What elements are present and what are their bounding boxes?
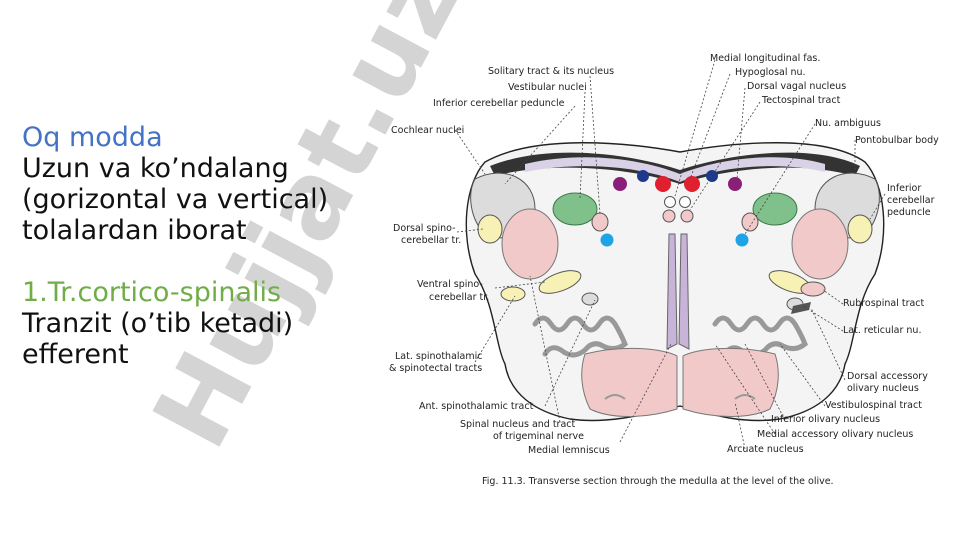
label-lat-spinothalamic-2: & spinotectal tracts — [389, 363, 482, 374]
label-inferior-cerebellar-peduncle: Inferior cerebellar peduncle — [433, 98, 565, 109]
label-cochlear-nuclei: Cochlear nuclei — [391, 125, 464, 136]
label-lat-reticular-nu: Lat. reticular nu. — [843, 325, 921, 336]
solitary-nucleus-right — [741, 212, 759, 232]
hypoglossal-nucleus-right — [684, 176, 700, 192]
description-line-1: Uzun va ko’ndalang — [22, 153, 289, 184]
label-dorsal-accessory-2: olivary nucleus — [847, 383, 919, 394]
label-ventral-spinocerebellar-1: Ventral spino- — [417, 279, 483, 290]
label-medial-accessory-olivary: Medial accessory olivary nucleus — [757, 429, 913, 440]
heading: Oq modda — [22, 122, 163, 153]
leader-lines — [454, 59, 886, 450]
rubrospinal-tract-right — [800, 281, 826, 297]
medial-lemniscus-left — [666, 233, 678, 350]
label-dorsal-accessory-1: Dorsal accessory — [847, 371, 928, 382]
medial-longitudinal-fas-left — [664, 196, 676, 208]
slide-text: Oq modda Uzun va ko’ndalang (gorizontal … — [22, 122, 328, 370]
pyramid-right — [682, 347, 779, 417]
description-line-3: tolalardan iborat — [22, 215, 247, 246]
spinal-trigeminal-right — [791, 208, 849, 280]
spinal-trigeminal-left — [501, 208, 559, 280]
ventricle-area — [525, 157, 825, 182]
label-vestibulospinal-tract: Vestibulospinal tract — [825, 400, 922, 411]
figure-caption: Fig. 11.3. Transverse section through th… — [482, 476, 834, 487]
pyramid-left — [581, 347, 678, 417]
dorsal-vagal-nucleus-right — [728, 177, 742, 191]
label-spinal-trigeminal-1: Spinal nucleus and tract — [460, 419, 576, 430]
tract-title: 1.Tr.cortico-spinalis — [22, 277, 282, 308]
label-inferior-olivary-nucleus: Inferior olivary nucleus — [771, 414, 880, 425]
dorsal-spinocerebellar-tract-right — [847, 214, 873, 244]
label-ventral-spinocerebellar-2: cerebellar tr. — [429, 292, 489, 303]
solitary-nucleus-left — [591, 212, 609, 232]
label-dorsal-vagal-nucleus: Dorsal vagal nucleus — [747, 81, 846, 92]
label-ant-spinothalamic: Ant. spinothalamic tract — [419, 401, 534, 412]
tract-line-2: efferent — [22, 339, 129, 370]
label-medial-longitudinal-fas: Medial longitudinal fas. — [710, 53, 820, 64]
inferior-olivary-nucleus-left — [532, 315, 629, 358]
nucleus-blue-left — [637, 170, 649, 182]
medulla-diagram: Solitary tract & its nucleus Vestibular … — [385, 44, 961, 494]
nucleus-ambiguus-right — [735, 233, 749, 247]
lat-reticular-left — [581, 292, 599, 306]
label-dorsal-spinocerebellar-2: cerebellar tr. — [401, 235, 461, 246]
label-inferior-cerebellar-2: cerebellar — [887, 195, 935, 206]
label-medial-lemniscus: Medial lemniscus — [528, 445, 610, 456]
tract-line-1: Tranzit (o’tib ketadi) — [22, 308, 294, 339]
label-inferior-cerebellar-3: peduncle — [887, 207, 931, 218]
ventral-spinocerebellar-left — [538, 270, 582, 294]
label-pontobulbar-body: Pontobulbar body — [855, 135, 939, 146]
medulla-diagram-svg: Solitary tract & its nucleus Vestibular … — [389, 53, 939, 487]
dorsal-vagal-nucleus-left — [613, 177, 627, 191]
tectospinal-tract-left — [662, 209, 676, 223]
label-arcuate-nucleus: Arcuate nucleus — [727, 444, 804, 455]
label-tectospinal-tract: Tectospinal tract — [761, 95, 841, 106]
rubrospinal-tract-left — [500, 286, 526, 302]
label-hypoglossal-nu: Hypoglosal nu. — [735, 67, 806, 78]
tectospinal-tract-right — [680, 209, 694, 223]
label-dorsal-spinocerebellar-1: Dorsal spino- — [393, 223, 456, 234]
label-nu-ambiguus: Nu. ambiguus — [815, 118, 881, 129]
label-lat-spinothalamic-1: Lat. spinothalamic — [395, 351, 482, 362]
medial-lemniscus-right — [678, 233, 690, 350]
spacer — [22, 246, 328, 277]
nucleus-ambiguus-left — [600, 233, 614, 247]
vestibular-nuclei-left — [552, 192, 598, 226]
medial-longitudinal-fas-right — [679, 196, 691, 208]
arcuate-nucleus — [604, 394, 756, 400]
hypoglossal-nucleus-left — [655, 176, 671, 192]
description-line-2: (gorizontal va vertical) — [22, 184, 329, 215]
label-vestibular-nuclei: Vestibular nuclei — [508, 82, 587, 93]
dorsal-spinocerebellar-tract-left — [477, 214, 503, 244]
label-rubrospinal-tract: Rubrospinal tract — [843, 298, 925, 309]
label-solitary-tract: Solitary tract & its nucleus — [488, 66, 614, 77]
dorsal-accessory-olive-right — [791, 302, 811, 314]
label-spinal-trigeminal-2: of trigeminal nerve — [493, 431, 584, 442]
label-inferior-cerebellar-1: Inferior — [887, 183, 921, 194]
vestibular-nuclei-right — [752, 192, 798, 226]
